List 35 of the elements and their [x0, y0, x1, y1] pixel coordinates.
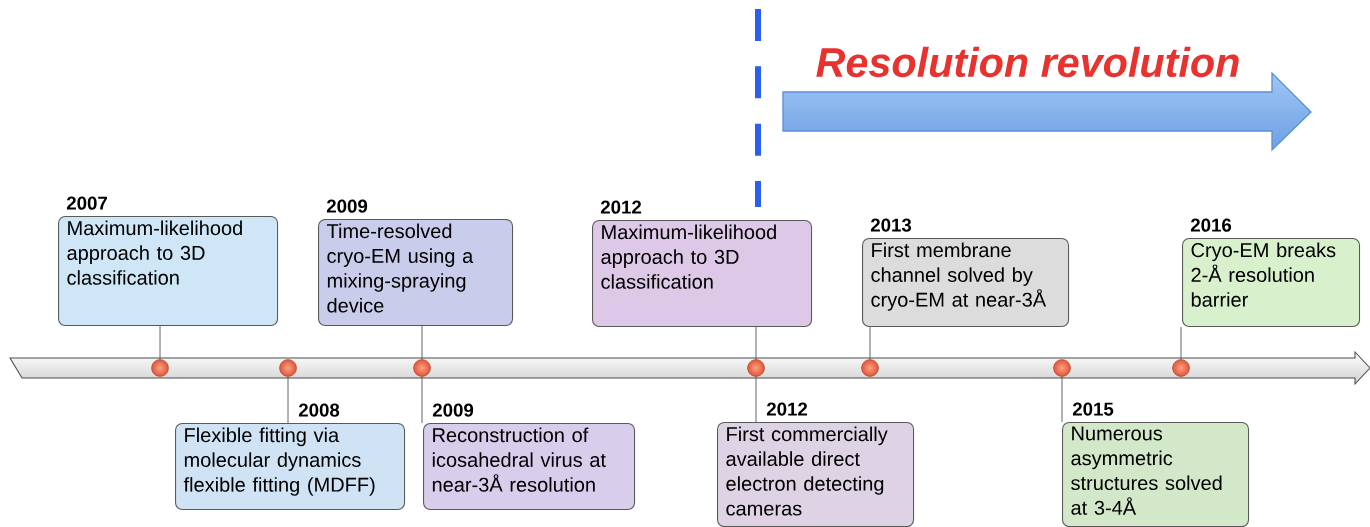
year-label: 2012 — [766, 402, 808, 416]
year-label: 2012 — [600, 200, 642, 214]
year-label: 2008 — [298, 403, 340, 417]
timeline-dot — [861, 359, 879, 377]
event-box: Maximum-likelihood approach to 3D classification — [592, 220, 813, 328]
year-label: 2009 — [326, 199, 368, 213]
event-box: Cryo-EM breaks 2-Å resolution barrier — [1182, 238, 1361, 328]
timeline-dot — [747, 359, 765, 377]
event-box: Maximum-likelihood approach to 3D classification — [58, 216, 279, 327]
connector-line — [1061, 376, 1063, 423]
event-box: First commercially available direct electron detecting cameras — [717, 422, 915, 527]
event-box: Numerous asymmetric structures solved at 3-4Å — [1062, 422, 1250, 527]
timeline-dot — [151, 359, 169, 377]
event-box: Time-resolved cryo-EM using a mixing-spraying device — [318, 219, 514, 327]
connector-line — [421, 376, 423, 424]
timeline-dot — [413, 359, 431, 377]
connector-line — [755, 326, 757, 360]
year-label: 2016 — [1190, 218, 1232, 232]
year-label: 2013 — [870, 218, 912, 232]
connector-line — [869, 326, 871, 360]
connector-line — [287, 376, 289, 424]
event-box: Flexible fitting via molecular dynamics flexible fitting (MDFF) — [175, 423, 406, 511]
year-label: 2007 — [66, 196, 107, 210]
timeline-dot — [1053, 359, 1071, 377]
year-label: 2009 — [432, 403, 474, 417]
connector-line — [755, 376, 757, 423]
connector-line — [1180, 326, 1182, 360]
event-box: Reconstruction of icosahedral virus at near-3Å resolution — [423, 423, 636, 511]
timeline-dot — [1172, 359, 1190, 377]
banner-heading: Resolution revolution — [816, 46, 1239, 78]
connector-line — [159, 325, 161, 360]
event-box: First membrane channel solved by cryo-EM at near-3Å — [862, 238, 1070, 328]
timeline-dot — [279, 359, 297, 377]
connector-line — [421, 325, 423, 360]
year-label: 2015 — [1072, 402, 1114, 416]
